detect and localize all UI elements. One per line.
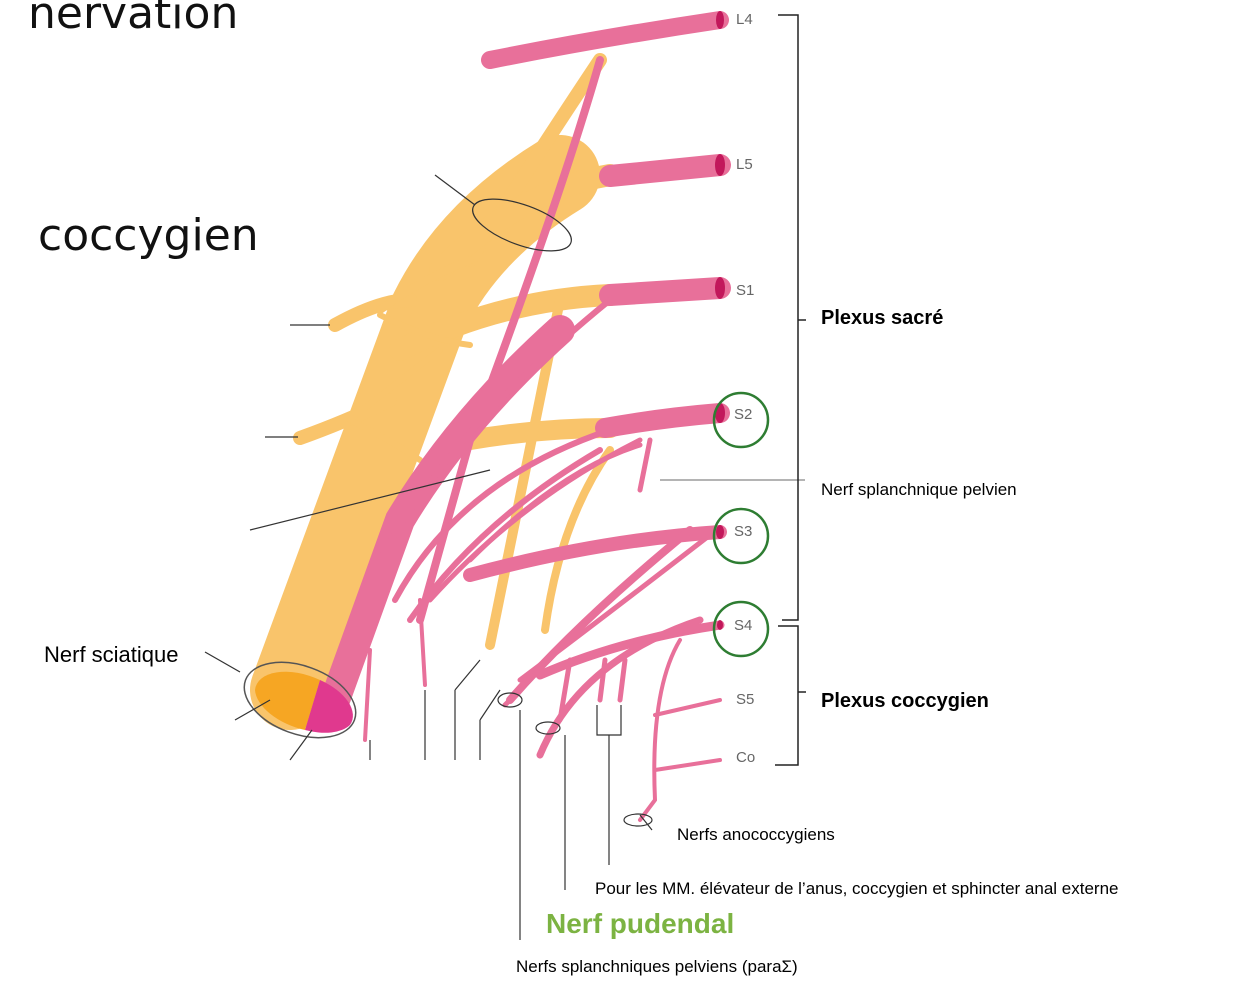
root-label-s4: S4: [734, 618, 752, 633]
root-co-nerve: [655, 760, 720, 770]
root-label-s1: S1: [736, 283, 754, 298]
root-s5-nerve: [655, 700, 720, 715]
nerf-splanchnique-pelvien-label: Nerf splanchnique pelvien: [821, 481, 1017, 498]
root-label-s5: S5: [736, 692, 754, 707]
root-label-s3: S3: [734, 524, 752, 539]
root-l4-nerve: [490, 20, 720, 60]
root-label-co: Co: [736, 750, 755, 765]
slide-title-fragment-mid: coccygien: [38, 214, 259, 258]
root-label-s2: S2: [734, 407, 752, 422]
plexus-sacre-label: Plexus sacré: [821, 308, 943, 328]
nerfs-anococcygiens-label: Nerfs anococcygiens: [677, 826, 835, 843]
root-s1-nerve: [610, 288, 720, 295]
nerf-sciatique-label: Nerf sciatique: [44, 644, 179, 666]
root-s2-nerve: [605, 413, 720, 428]
nerfs-splanchniques-pelviens-label: Nerfs splanchniques pelviens (paraΣ): [516, 958, 798, 975]
slide-title-fragment-top: nervation: [28, 0, 238, 36]
pelvic-splanchnic-branch: [640, 440, 650, 490]
plexus-coccygien-label: Plexus coccygien: [821, 691, 989, 711]
root-label-l4: L4: [736, 12, 753, 27]
posterior-division-nerves: [290, 60, 610, 690]
root-l5-nerve: [610, 165, 720, 176]
muscles-branch-label: Pour les MM. élévateur de l’anus, coccyg…: [595, 880, 1119, 897]
nerf-pudendal-label: Nerf pudendal: [546, 910, 734, 938]
root-label-l5: L5: [736, 157, 753, 172]
